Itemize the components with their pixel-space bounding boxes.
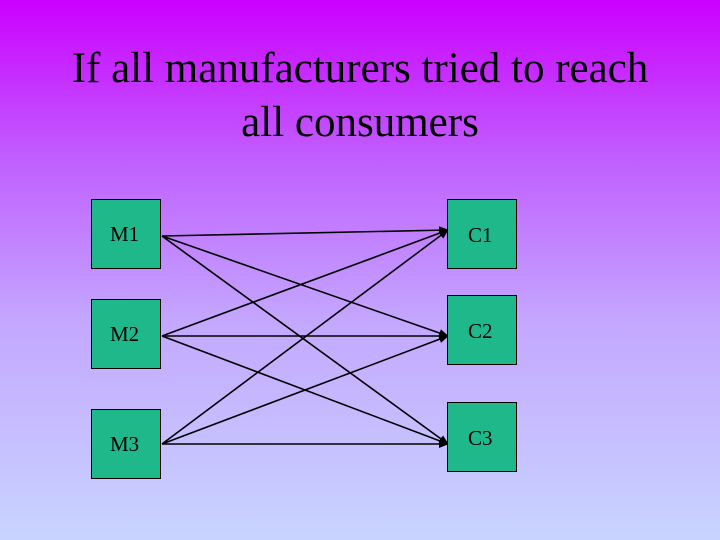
title-line-1: If all manufacturers tried to reach	[71, 45, 649, 92]
consumer-label: C2	[468, 319, 493, 343]
manufacturer-label: M1	[110, 222, 140, 246]
title-line-2: all consumers	[241, 99, 479, 146]
manufacturer-m1: M1	[91, 199, 161, 269]
manufacturer-m3: M3	[91, 409, 161, 479]
arrows	[161, 226, 449, 448]
consumer-label: C3	[468, 426, 493, 450]
consumer-label: C1	[468, 223, 493, 247]
manufacturer-m2: M2	[91, 299, 161, 369]
consumer-c3: C3	[447, 402, 517, 472]
arrow-m1-to-c3	[161, 235, 449, 445]
arrow-m2-to-c1	[161, 229, 449, 337]
arrow-m1-to-c1	[161, 226, 449, 237]
slide-title: If all manufacturers tried to reach all …	[0, 42, 720, 150]
arrow-m3-to-c2	[161, 335, 449, 445]
consumer-c1: C1	[447, 199, 517, 269]
arrow-m3-to-c1	[161, 229, 449, 445]
consumer-c2: C2	[447, 295, 517, 365]
manufacturer-label: M2	[110, 322, 140, 346]
manufacturer-label: M3	[110, 432, 140, 456]
arrow-m1-to-c2	[161, 235, 449, 337]
